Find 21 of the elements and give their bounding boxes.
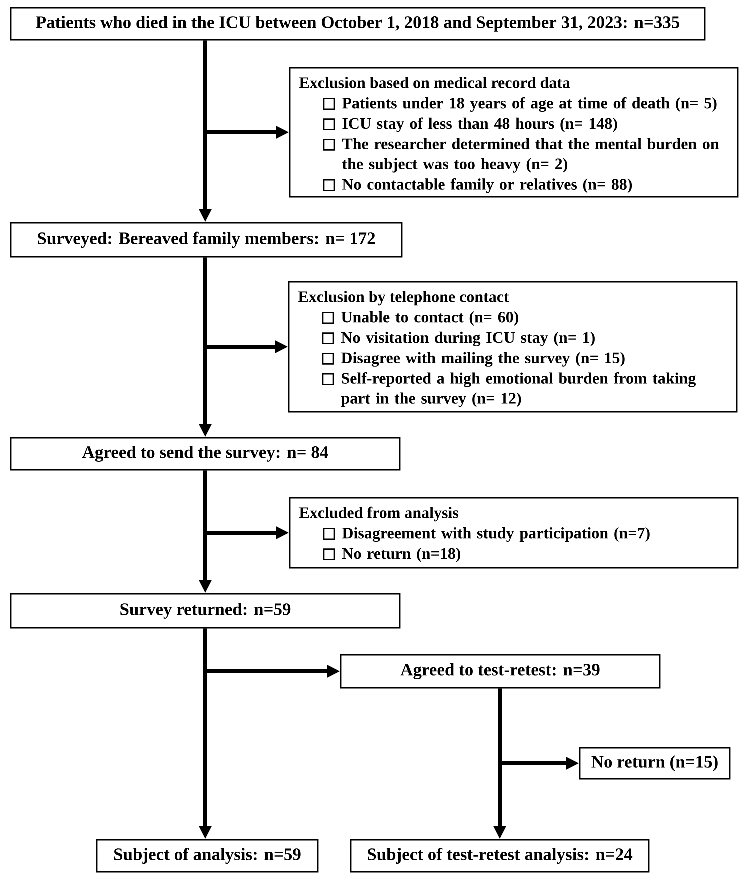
process-box: Agreed to send the survey: n= 84 — [10, 437, 401, 471]
process-box: Survey returned: n=59 — [10, 593, 401, 629]
process-box: Agreed to test-retest: n=39 — [340, 654, 661, 689]
process-box: Surveyed: Bereaved family members: n= 172 — [10, 222, 403, 258]
list-item: Self-reported a high emotional burden from taking part in the survey (n= 12) — [341, 372, 696, 408]
process-box: Patients who died in the ICU between October 1, 2018 and September 31, 2023: n=335 — [10, 7, 706, 41]
list-item: The researcher determined that the mental burden on the subject was too heavy (n= 2) — [342, 138, 720, 173]
list-item: Patients under 18 years of age at time of death (n= 5) — [342, 97, 717, 112]
box-heading: Exclusion by telephone contact — [298, 291, 510, 306]
process-box: Subject of test-retest analysis: n=24 — [350, 839, 650, 873]
list-item: No visitation during ICU stay (n= 1) — [342, 332, 595, 347]
list-item: No return (n=18) — [342, 548, 461, 562]
list-item: Unable to contact (n= 60) — [342, 312, 518, 326]
box-heading: Exclusion based on medical record data — [299, 77, 570, 88]
list-item: Disagree with mailing the survey (n= 15) — [341, 352, 625, 367]
list-item: Disagreement with study participation (n=7) — [342, 528, 650, 542]
list-item: No contactable family or relatives (n= 88) — [342, 178, 632, 194]
box-heading: Excluded from analysis — [299, 506, 459, 522]
list-item: ICU stay of less than 48 hours (n= 148) — [342, 118, 618, 132]
process-box: Subject of analysis: n=59 — [96, 839, 319, 873]
process-box: No return (n=15) — [579, 747, 731, 780]
